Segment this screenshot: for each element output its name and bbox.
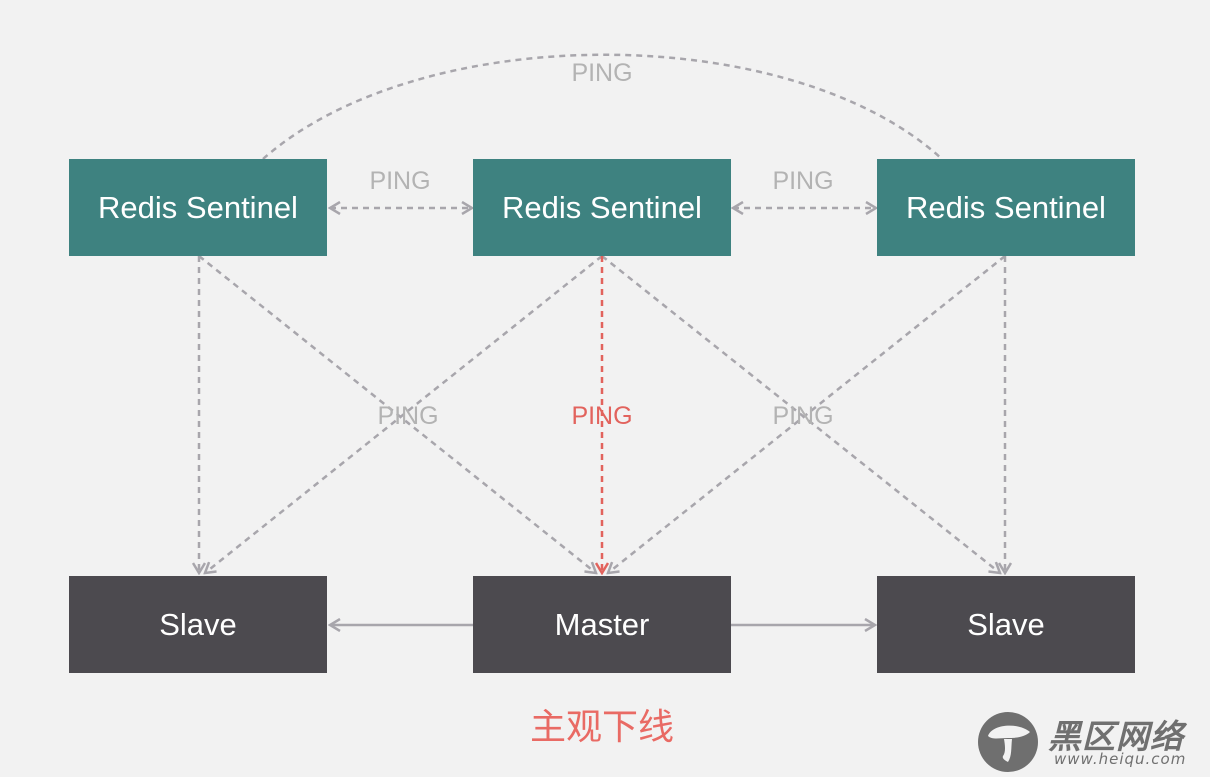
mushroom-logo-icon [978,712,1038,772]
sentinel-node-2[interactable]: Redis Sentinel [473,159,731,256]
ping-label-diag-right: PING [772,402,834,430]
caption-subjective-down: 主观下线 [529,707,675,748]
edge-sentinel2-slave-left [205,255,603,573]
edge-sentinel3-master [608,255,1006,573]
master-node-label: Master [554,606,650,642]
sentinel-node-label: Redis Sentinel [502,189,702,225]
ping-label-diag-left: PING [377,402,439,430]
watermark-title: 黑区网络 [1048,717,1184,756]
slave-node-left[interactable]: Slave [69,576,327,673]
slave-node-right[interactable]: Slave [877,576,1135,673]
sentinel-node-label: Redis Sentinel [906,189,1106,225]
ping-label-s2-s3: PING [772,167,834,195]
sentinel-node-3[interactable]: Redis Sentinel [877,159,1135,256]
watermark-url: www.heiqu.com [1054,750,1187,768]
arc-ping-label: PING [571,59,633,87]
master-node[interactable]: Master [473,576,731,673]
slave-node-label: Slave [159,606,237,642]
edge-sentinel2-slave-right [601,255,1000,573]
edge-sentinel1-master [198,255,596,573]
edge-arc-sentinel1-sentinel3 [262,53,943,160]
ping-label-master: PING [571,402,633,430]
ping-label-s1-s2: PING [369,167,431,195]
sentinel-node-1[interactable]: Redis Sentinel [69,159,327,256]
slave-node-label: Slave [967,606,1045,642]
sentinel-node-label: Redis Sentinel [98,189,298,225]
watermark: 黑区网络 www.heiqu.com [976,710,1206,772]
